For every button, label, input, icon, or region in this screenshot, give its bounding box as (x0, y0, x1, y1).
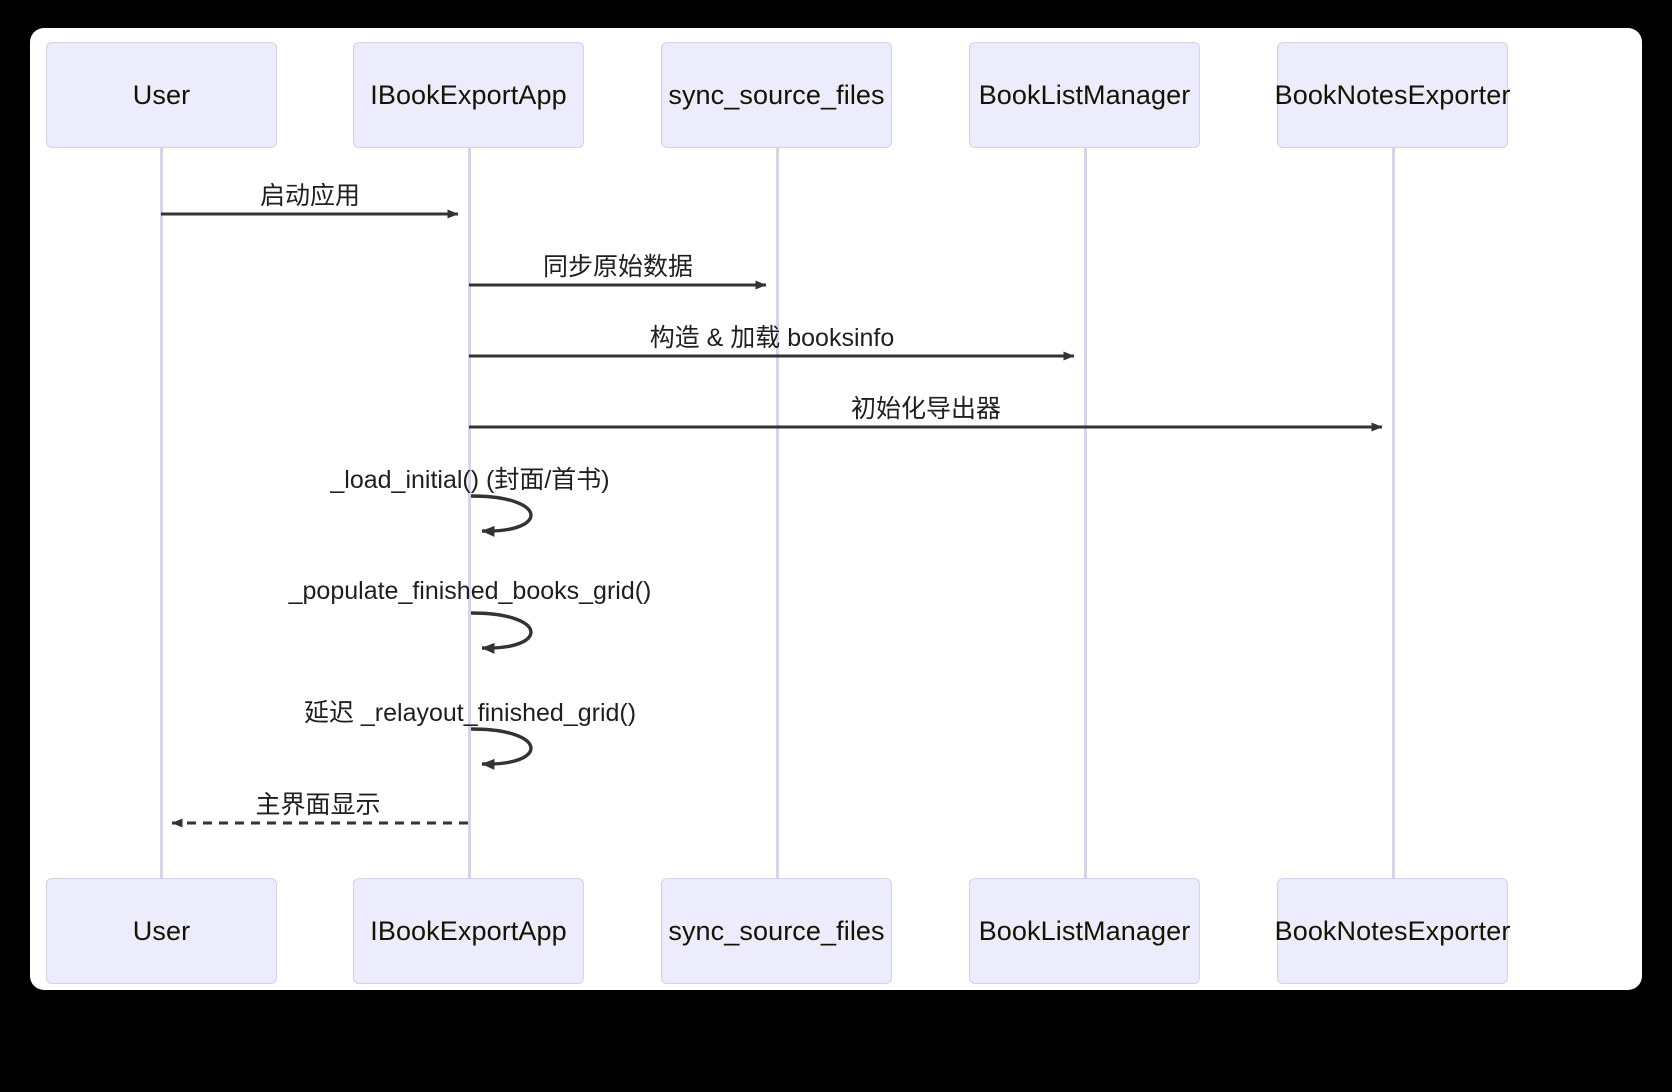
participant-booklist-bottom[interactable]: BookListManager (969, 878, 1200, 984)
message-label-8: 主界面显示 (255, 791, 381, 819)
message-selfloop-6 (470, 611, 533, 654)
participant-booklist-top[interactable]: BookListManager (969, 42, 1200, 148)
diagram-card: User IBookExportApp sync_source_files Bo… (30, 28, 1642, 990)
participant-label: User (132, 79, 191, 110)
lifeline-exporter (1392, 148, 1395, 878)
message-selfloop-7 (470, 727, 533, 770)
participant-sync-bottom[interactable]: sync_source_files (661, 878, 892, 984)
participant-label: BookNotesExporter (1274, 79, 1511, 110)
participant-label: User (132, 915, 191, 946)
lifeline-sync (776, 148, 779, 878)
message-label-6: _populate_finished_books_grid() (288, 577, 652, 605)
participant-label: IBookExportApp (370, 915, 567, 946)
participant-label: BookListManager (978, 915, 1191, 946)
message-label-7: 延迟 _relayout_finished_grid() (303, 699, 637, 727)
participant-app-bottom[interactable]: IBookExportApp (353, 878, 584, 984)
sequence-diagram: User IBookExportApp sync_source_files Bo… (30, 28, 1642, 990)
message-label-2: 同步原始数据 (542, 253, 694, 281)
participant-label: BookListManager (978, 79, 1191, 110)
arrow-layer (161, 209, 1383, 828)
participant-user-bottom[interactable]: User (46, 878, 277, 984)
lifeline-booklist (1084, 148, 1087, 878)
message-label-4: 初始化导出器 (850, 395, 1002, 423)
message-selfloop-5 (470, 494, 533, 537)
message-label-3: 构造 & 加载 booksinfo (649, 324, 895, 352)
participant-sync-top[interactable]: sync_source_files (661, 42, 892, 148)
lifeline-app (468, 148, 471, 878)
participant-label: sync_source_files (668, 915, 885, 946)
participant-app-top[interactable]: IBookExportApp (353, 42, 584, 148)
participant-exporter-bottom[interactable]: BookNotesExporter (1274, 878, 1511, 984)
lifeline-user (160, 148, 163, 878)
participant-label: IBookExportApp (370, 79, 567, 110)
participant-label: BookNotesExporter (1274, 915, 1511, 946)
message-label-1: 启动应用 (259, 182, 361, 210)
participant-exporter-top[interactable]: BookNotesExporter (1274, 42, 1511, 148)
participant-user-top[interactable]: User (46, 42, 277, 148)
participant-label: sync_source_files (668, 79, 885, 110)
message-label-5: _load_initial() (封面/首书) (330, 466, 610, 494)
